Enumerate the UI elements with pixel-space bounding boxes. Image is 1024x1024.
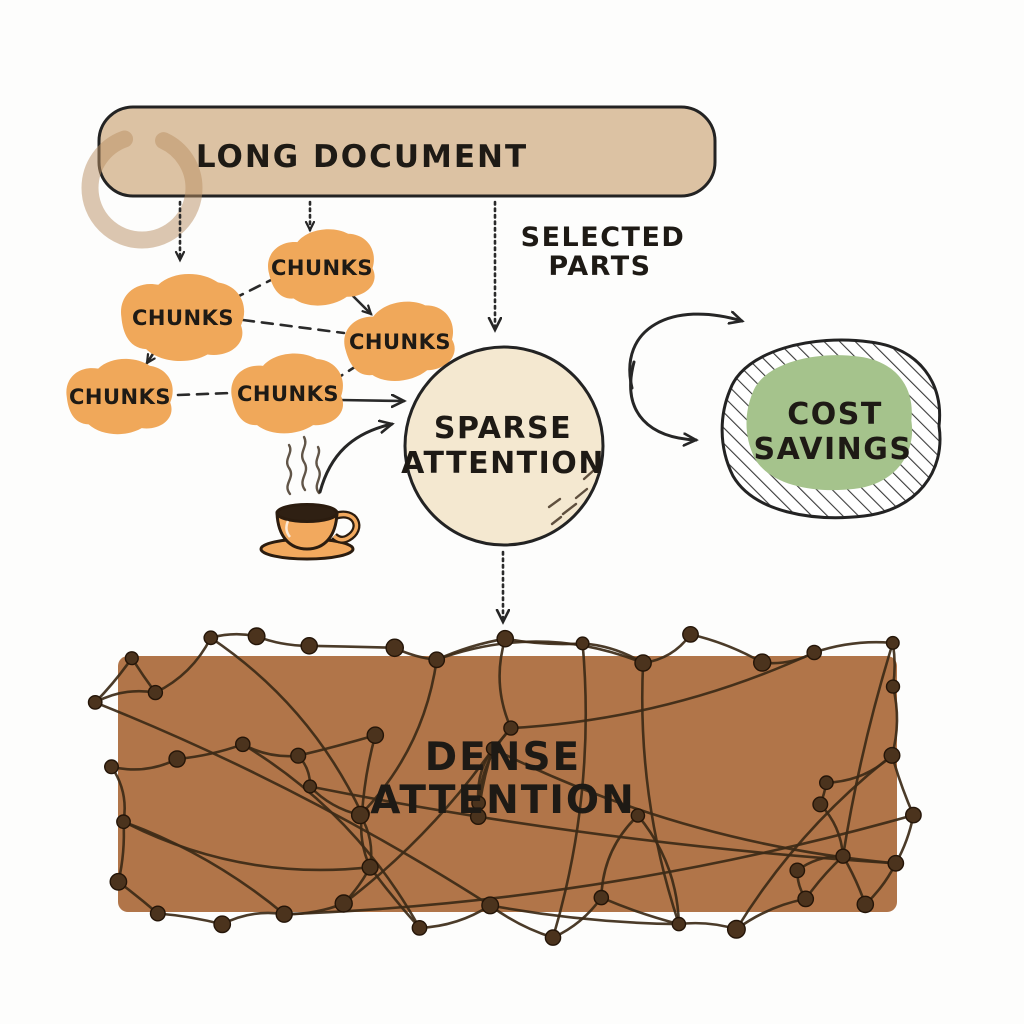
long-document-label: LONG DOCUMENT [196,139,528,175]
chunk-label-right: CHUNKS [349,330,451,354]
steam-line [285,443,293,496]
chunk-label-bottom-mid: CHUNKS [237,382,339,406]
cup-body [275,511,339,551]
cost-savings-line1: COST [787,397,883,432]
coffee-cup-icon [259,435,361,561]
sparse-attention-line1: SPARSE [434,411,572,446]
dense-attention-line1: DENSE [425,735,581,780]
link-chunk-left-right [241,318,346,335]
chunk-label-left: CHUNKS [132,306,234,330]
cost-savings-node: COST SAVINGS [720,338,942,520]
arrow-sparse-to-cost-upper [628,314,742,390]
cup-highlight [285,520,291,538]
coffee-stain-ring-icon [81,127,203,249]
steam-line [300,435,308,492]
long-document-node: LONG DOCUMENT [81,105,717,249]
arrow-chunk-bottommid-to-sparse [338,400,404,401]
cup-handle-inner [332,512,359,542]
circle-sketch-marks [547,469,595,526]
selected-parts-line1: SELECTED [521,222,686,253]
attention-network [87,626,922,946]
arrow-sparse-to-cost-lower [629,360,696,440]
arrow-cup-to-sparse [318,424,392,494]
sparse-attention-node: SPARSE ATTENTION [401,345,605,547]
chunk-label-bottom-left: CHUNKS [69,385,171,409]
dense-attention-node: DENSE ATTENTION [87,626,922,946]
dense-attention-rect [118,656,897,912]
selected-parts-line2: PARTS [548,251,651,282]
arrow-chunk-top-to-right [348,291,371,314]
chunk-label-top: CHUNKS [271,256,373,280]
dense-attention-line2: ATTENTION [370,778,635,823]
sparse-attention-circle [403,345,605,547]
cost-savings-line2: SAVINGS [753,432,912,467]
selected-parts-caption: SELECTED PARTS [521,222,686,282]
link-chunk-bottomleft-bottommid [176,391,232,397]
sparse-attention-line2: ATTENTION [401,446,605,481]
steam-line [315,445,321,495]
cup-rim [275,503,339,523]
